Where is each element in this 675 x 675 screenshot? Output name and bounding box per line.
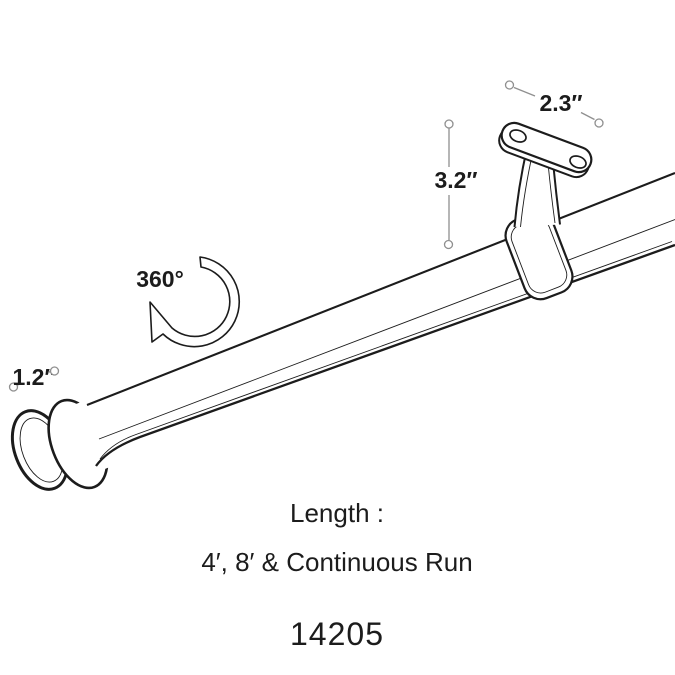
length-label: Length : xyxy=(290,498,384,528)
dimension-bracket-width: 2.3″ xyxy=(504,80,604,128)
screw-hole-left xyxy=(509,129,527,143)
leader-dot xyxy=(444,119,454,129)
dimension-label: 3.2″ xyxy=(435,167,478,193)
length-options: 4′, 8′ & Continuous Run xyxy=(201,547,472,577)
leader-line xyxy=(17,382,22,386)
tube-bottom-edge xyxy=(95,243,675,467)
tube-top-edge xyxy=(86,172,675,406)
leader-dot xyxy=(504,80,515,90)
dimension-end-cap: 1.2″ xyxy=(8,364,60,392)
handrail xyxy=(10,169,675,491)
leader-dot xyxy=(49,366,60,376)
tube-highlight-lower xyxy=(99,241,673,460)
product-code: 14205 xyxy=(290,616,384,652)
leader-dot xyxy=(443,239,454,250)
dimension-label: 2.3″ xyxy=(540,90,583,116)
screw-hole-right xyxy=(569,155,587,169)
leader-dot xyxy=(8,382,19,392)
rotation-label: 360° xyxy=(136,266,184,292)
leader-dot xyxy=(594,118,604,128)
ceiling-bracket xyxy=(498,121,593,301)
dimension-drop-height: 3.2″ xyxy=(435,119,478,250)
dimension-label: 1.2″ xyxy=(13,364,56,390)
leader-line xyxy=(580,111,595,121)
tube-highlight-upper xyxy=(98,219,675,440)
rotation-arrow-icon xyxy=(149,256,241,348)
leader-line xyxy=(513,86,536,97)
caption: Length : 4′, 8′ & Continuous Run 14205 xyxy=(201,498,472,652)
